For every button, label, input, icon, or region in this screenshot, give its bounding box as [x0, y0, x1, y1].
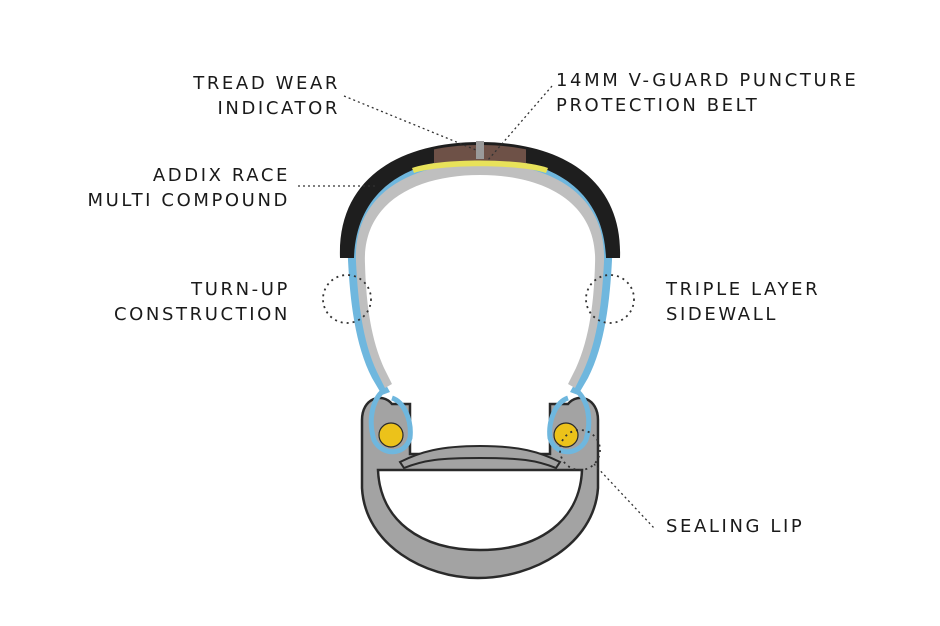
- leader-lines: [298, 85, 655, 529]
- callout-circles: [322, 274, 635, 471]
- label-sealing-lip: SEALING LIP: [666, 514, 804, 539]
- tread: [339, 142, 621, 258]
- label-addix-line-1: ADDIX RACE: [152, 165, 290, 186]
- sidewall-callout-circle: [585, 274, 635, 324]
- label-turnup-line-1: TURN-UP: [191, 279, 290, 300]
- rim: [360, 396, 600, 580]
- bead-core-left: [378, 422, 404, 448]
- label-tread-wear-line-1: TREAD WEAR: [193, 73, 340, 94]
- label-turnup-construction: TURN-UP CONSTRUCTION: [114, 277, 290, 327]
- label-triple-line-1: TRIPLE LAYER: [666, 279, 821, 300]
- label-tread-wear-line-2: INDICATOR: [217, 98, 340, 119]
- sealing-leader: [593, 463, 655, 529]
- label-triple-layer-sidewall: TRIPLE LAYER SIDEWALL: [666, 277, 820, 327]
- label-addix-line-2: MULTI COMPOUND: [87, 190, 290, 211]
- label-addix-compound: ADDIX RACE MULTI COMPOUND: [88, 163, 290, 213]
- tread-wear-notch: [476, 141, 484, 159]
- bead-wrap-left: [368, 388, 413, 455]
- tire-inner-layer: [355, 163, 605, 388]
- tread-wear-leader: [343, 95, 477, 151]
- vguard-leader: [487, 85, 553, 161]
- label-triple-line-2: SIDEWALL: [666, 304, 778, 325]
- v-guard-belt: [412, 160, 548, 173]
- label-tread-wear-indicator: TREAD WEAR INDICATOR: [193, 71, 340, 121]
- tire-casing: [347, 152, 613, 395]
- label-vguard-line-1: 14MM V-GUARD PUNCTURE: [556, 70, 859, 91]
- label-vguard-belt: 14MM V-GUARD PUNCTURE PROTECTION BELT: [556, 68, 858, 118]
- label-turnup-line-2: CONSTRUCTION: [113, 304, 290, 325]
- sealing-callout-circle: [559, 429, 601, 471]
- label-sealing-line-1: SEALING LIP: [666, 516, 805, 537]
- turnup-callout-circle: [322, 274, 372, 324]
- rim-bed: [398, 444, 562, 470]
- bead-wrap-right: [547, 388, 592, 455]
- label-vguard-line-2: PROTECTION BELT: [556, 95, 760, 116]
